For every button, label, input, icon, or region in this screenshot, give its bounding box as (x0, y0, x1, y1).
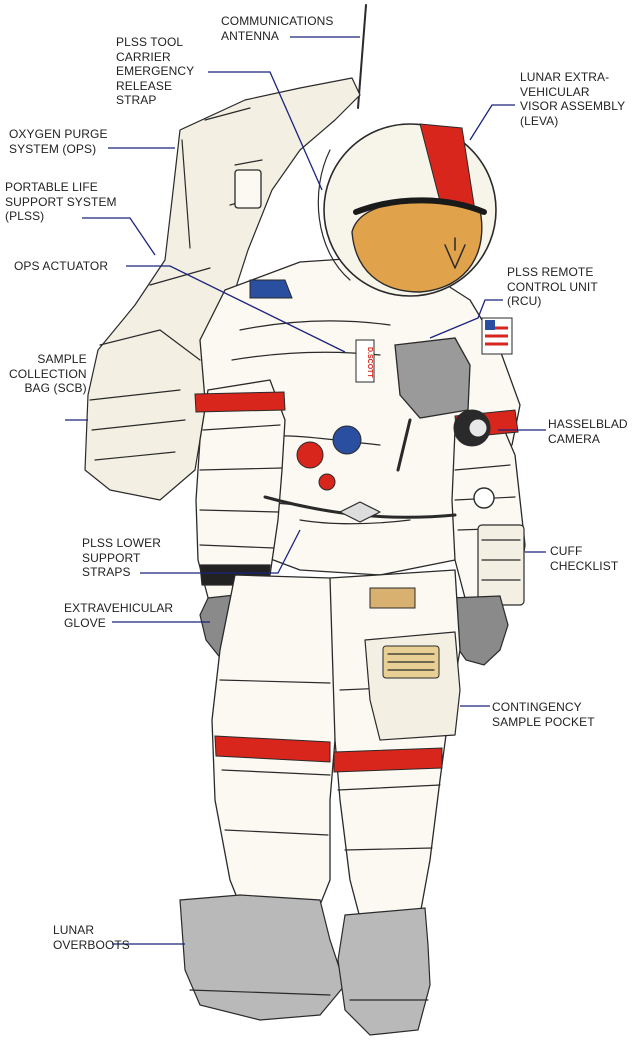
label-cuff-checklist: CUFF CHECKLIST (550, 544, 619, 573)
label-lunar-overboots: LUNAR OVERBOOTS (53, 923, 130, 952)
label-contingency-sample-pocket: CONTINGENCY SAMPLE POCKET (492, 700, 595, 729)
right-overboot (337, 907, 431, 1036)
shoulder-patch (249, 279, 293, 299)
name-tag-text: D.SCOTT (366, 346, 373, 378)
leader-lines (65, 36, 546, 945)
label-extravehicular-glove: EXTRAVEHICULAR GLOVE (64, 601, 174, 630)
utility-patch (369, 587, 416, 609)
label-oxygen-purge-system: OXYGEN PURGE SYSTEM (OPS) (9, 127, 108, 156)
name-tag (355, 339, 375, 383)
left-leg-red-stripe (214, 735, 331, 763)
label-hasselblad-camera: HASSELBLAD CAMERA (548, 417, 628, 446)
left-overboot (179, 894, 346, 1021)
label-plss-tool-carrier: PLSS TOOL CARRIER EMERGENCY RELEASE STRA… (116, 35, 195, 107)
wrist-ring (473, 487, 495, 509)
right-leg-red-stripe (333, 747, 443, 773)
chest-disc (296, 441, 324, 469)
label-communications-antenna: COMMUNICATIONS ANTENNA (221, 14, 334, 43)
left-arm-red-stripe (194, 391, 286, 413)
label-plss-lower-support-straps: PLSS LOWER SUPPORT STRAPS (82, 536, 162, 579)
mission-patch (332, 425, 362, 455)
label-leva: LUNAR EXTRA- VEHICULAR VISOR ASSEMBLY (L… (520, 70, 626, 128)
right-leg (329, 569, 461, 919)
cuff-checklist (477, 524, 525, 606)
plss-buckle (234, 169, 262, 209)
label-plss-remote-control-unit: PLSS REMOTE CONTROL UNIT (RCU) (507, 265, 598, 308)
label-sample-collection-bag: SAMPLE COLLECTION BAG (SCB) (9, 352, 87, 395)
antenna (357, 4, 367, 109)
label-ops-actuator: OPS ACTUATOR (14, 259, 109, 273)
label-portable-life-support-system: PORTABLE LIFE SUPPORT SYSTEM (PLSS) (5, 180, 117, 223)
chest-button (318, 473, 336, 491)
